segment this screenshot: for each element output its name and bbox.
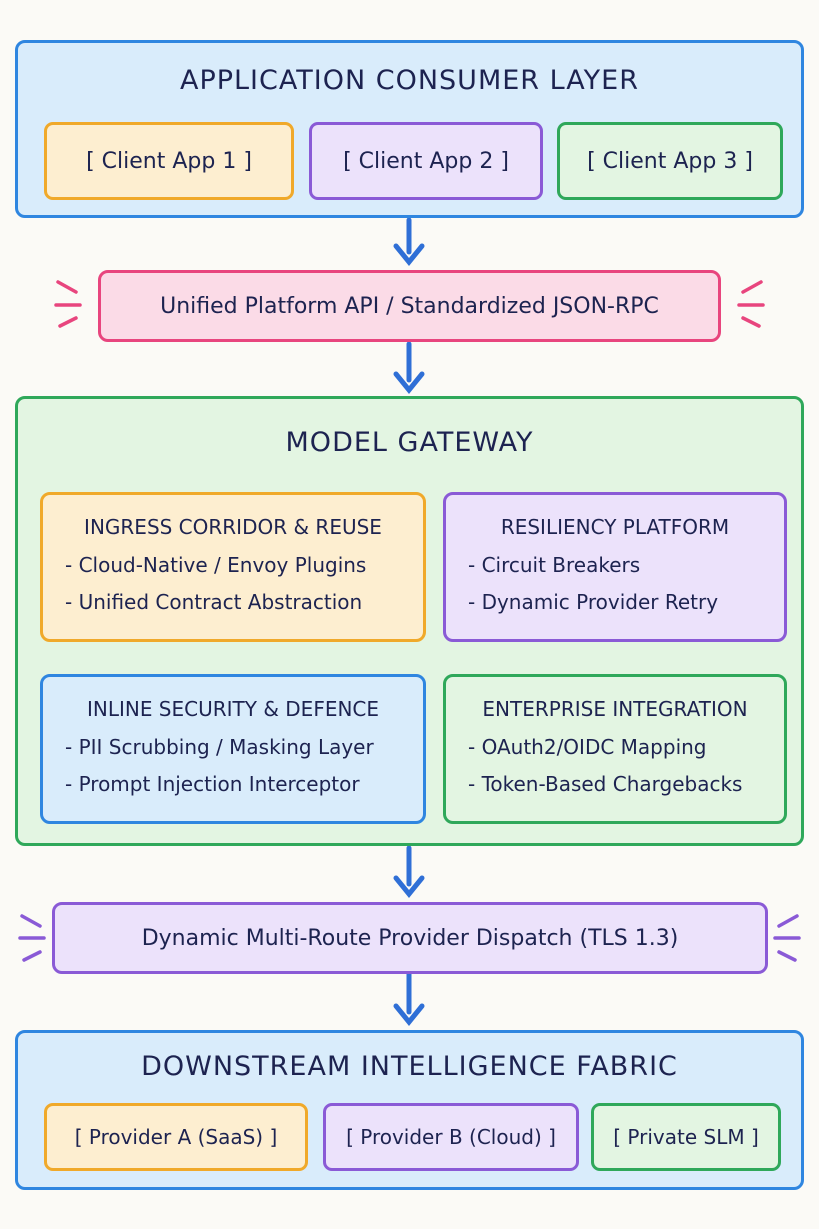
list-item: - PII Scrubbing / Masking Layer xyxy=(65,735,374,759)
consumer-layer: APPLICATION CONSUMER LAYER [ Client App … xyxy=(15,40,804,218)
intelligence-fabric: DOWNSTREAM INTELLIGENCE FABRIC [ Provide… xyxy=(15,1030,804,1190)
consumer-layer-title: APPLICATION CONSUMER LAYER xyxy=(179,65,639,96)
panel-title: INLINE SECURITY & DEFENCE xyxy=(86,697,380,721)
client-app-2: [ Client App 2 ] xyxy=(309,122,543,200)
panel-items: - Cloud-Native / Envoy Plugins - Unified… xyxy=(65,547,413,621)
panel-title: INGRESS CORRIDOR & REUSE xyxy=(84,515,382,539)
accent-mark-icon xyxy=(54,280,765,328)
panel-items: - PII Scrubbing / Masking Layer - Prompt… xyxy=(65,729,413,803)
client-app-3: [ Client App 3 ] xyxy=(557,122,783,200)
list-item: - Unified Contract Abstraction xyxy=(65,590,363,614)
platform-api-bar: Unified Platform API / Standardized JSON… xyxy=(98,270,721,342)
model-gateway: MODEL GATEWAY INGRESS CORRIDOR & REUSE -… xyxy=(15,396,804,846)
list-item: - OAuth2/OIDC Mapping xyxy=(468,735,707,759)
arrow-down-icon xyxy=(393,217,425,266)
platform-api-label: Unified Platform API / Standardized JSON… xyxy=(160,293,659,319)
gateway-panel-resiliency: RESILIENCY PLATFORM - Circuit Breakers -… xyxy=(443,492,787,642)
provider-a: [ Provider A (SaaS) ] xyxy=(44,1103,308,1171)
list-item: - Token-Based Chargebacks xyxy=(468,772,743,796)
list-item: - Dynamic Provider Retry xyxy=(468,590,719,614)
list-item: - Cloud-Native / Envoy Plugins xyxy=(65,553,367,577)
gateway-panel-security: INLINE SECURITY & DEFENCE - PII Scrubbin… xyxy=(40,674,426,824)
arrow-down-icon xyxy=(393,341,425,394)
model-gateway-title: MODEL GATEWAY xyxy=(285,427,534,458)
accent-mark-icon xyxy=(18,914,801,962)
gateway-panel-enterprise: ENTERPRISE INTEGRATION - OAuth2/OIDC Map… xyxy=(443,674,787,824)
list-item: - Circuit Breakers xyxy=(468,553,641,577)
dispatch-label: Dynamic Multi-Route Provider Dispatch (T… xyxy=(141,925,679,951)
panel-title: RESILIENCY PLATFORM xyxy=(500,515,730,539)
private-slm: [ Private SLM ] xyxy=(591,1103,781,1171)
client-app-1: [ Client App 1 ] xyxy=(44,122,294,200)
dispatch-bar: Dynamic Multi-Route Provider Dispatch (T… xyxy=(52,902,768,974)
panel-title: ENTERPRISE INTEGRATION xyxy=(482,697,748,721)
flow-arrows xyxy=(393,217,425,1026)
list-item: - Prompt Injection Interceptor xyxy=(65,772,360,796)
panel-items: - OAuth2/OIDC Mapping - Token-Based Char… xyxy=(468,729,774,803)
panel-items: - Circuit Breakers - Dynamic Provider Re… xyxy=(468,547,774,621)
fabric-title: DOWNSTREAM INTELLIGENCE FABRIC xyxy=(141,1051,678,1082)
arrow-down-icon xyxy=(393,971,425,1026)
provider-b: [ Provider B (Cloud) ] xyxy=(323,1103,579,1171)
arrow-down-icon xyxy=(393,845,425,898)
gateway-panel-ingress: INGRESS CORRIDOR & REUSE - Cloud-Native … xyxy=(40,492,426,642)
